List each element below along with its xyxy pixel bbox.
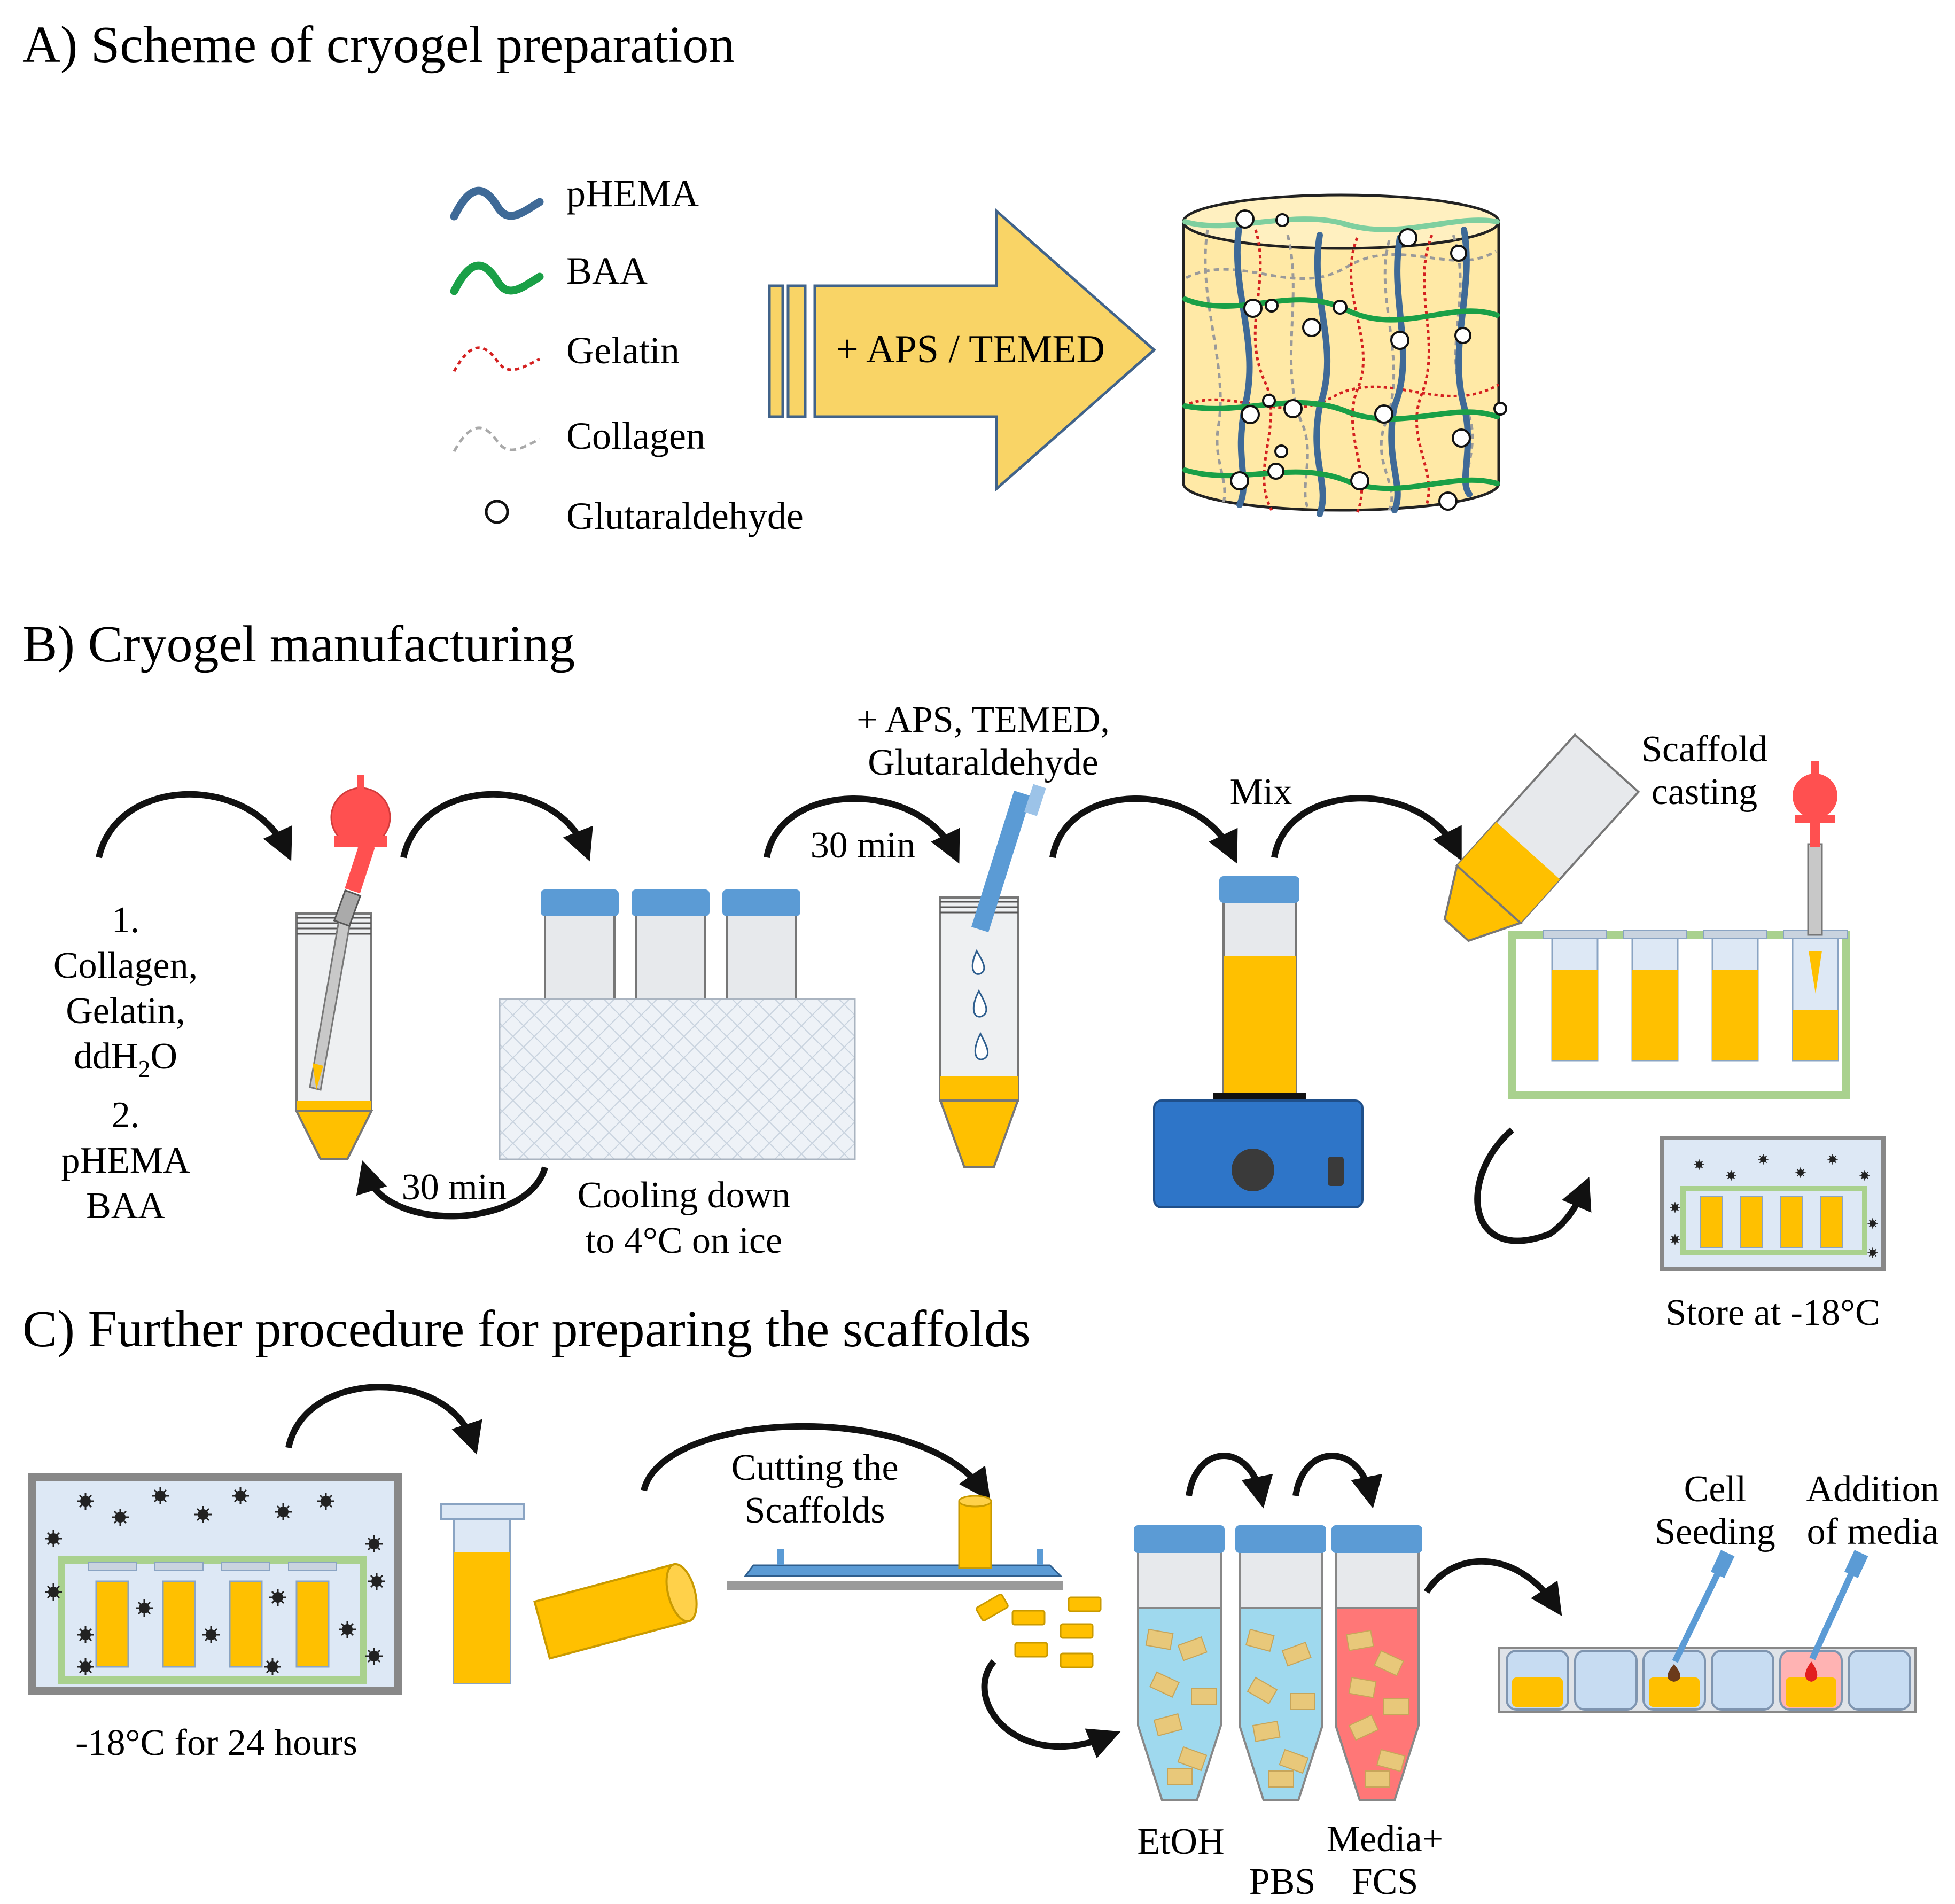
legend-label-gelatin: Gelatin — [566, 329, 680, 372]
step-1-collagen: Collagen, — [53, 945, 198, 986]
step-2-phema: pHEMA — [61, 1140, 190, 1181]
casting-label-line-1: Scaffold — [1641, 729, 1767, 770]
section-a-title: A) Scheme of cryogel preparation — [22, 16, 735, 74]
phema-wave-icon — [450, 186, 544, 221]
wash-tube-pbs — [1235, 1525, 1326, 1801]
casting-label-line-2: casting — [1652, 771, 1757, 813]
incubation-time-label: 30 min — [811, 825, 915, 866]
legend: pHEMA BAA Gelatin Collagen Glutaraldehyd… — [450, 172, 804, 537]
seeding-label-line-1: Cell — [1684, 1469, 1747, 1510]
freezer-storage — [1660, 1136, 1886, 1271]
cutting-label-line-1: Cutting the — [731, 1447, 898, 1488]
magnetic-stirrer — [1153, 876, 1364, 1208]
media-addition-label-line-2: of media — [1807, 1511, 1939, 1552]
additives-label-line-2: Glutaraldehyde — [868, 742, 1098, 783]
collagen-wave-icon — [453, 426, 541, 452]
cutting-label-line-2: Scaffolds — [744, 1490, 885, 1531]
media-addition-label-line-1: Addition — [1806, 1469, 1940, 1510]
step-2-number: 2. — [112, 1095, 140, 1136]
seeding-label-line-2: Seeding — [1655, 1511, 1775, 1552]
process-arrows-b — [96, 791, 1592, 1244]
gelatin-wave-icon — [453, 346, 541, 372]
legend-label-collagen: Collagen — [566, 415, 705, 457]
pouring-tube — [1443, 733, 1640, 942]
step-1-number: 1. — [112, 900, 140, 941]
ice-tube-1 — [541, 889, 619, 1000]
legend-label-glutaraldehyde: Glutaraldehyde — [566, 495, 804, 537]
ice-bath — [499, 889, 856, 1160]
media-label-line-2: FCS — [1352, 1861, 1419, 1902]
legend-label-baa: BAA — [566, 249, 648, 292]
etoh-label: EtOH — [1137, 1821, 1224, 1862]
step-1-gelatin: Gelatin, — [66, 990, 185, 1032]
well-plate — [1498, 1550, 1917, 1713]
reaction-arrow-label: + APS / TEMED — [836, 327, 1105, 371]
legend-label-phema: pHEMA — [566, 172, 699, 215]
cooling-time-label: 30 min — [402, 1167, 507, 1208]
mix-label: Mix — [1230, 771, 1292, 813]
ice-tube-2 — [632, 889, 710, 1000]
pbs-label: PBS — [1249, 1861, 1316, 1902]
mold-1 — [1543, 930, 1607, 1062]
component-list: 1. Collagen, Gelatin, ddH2O 2. pHEMA BAA — [53, 900, 198, 1227]
mold-2 — [1623, 930, 1687, 1062]
thawed-tube — [440, 1503, 525, 1684]
baa-wave-icon — [450, 261, 544, 295]
additives-label-line-1: + APS, TEMED, — [856, 699, 1110, 740]
step-1-water: ddH2O — [74, 1036, 177, 1082]
process-arrows-c — [285, 1384, 1562, 1759]
scaffold-cylinder — [533, 1563, 698, 1660]
wash-tube-media — [1331, 1525, 1422, 1801]
cooling-label-line-1: Cooling down — [578, 1175, 791, 1216]
reaction-arrow: + APS / TEMED — [768, 208, 1156, 492]
media-label-line-1: Media+ — [1327, 1819, 1443, 1860]
cooling-label-line-2: to 4°C on ice — [586, 1220, 782, 1261]
scaffold-cutter — [727, 1495, 1063, 1590]
wash-tube-etoh — [1134, 1525, 1225, 1801]
tube-with-pipette — [294, 775, 391, 1160]
mold-3 — [1703, 930, 1767, 1062]
section-c-title: C) Further procedure for preparing the s… — [22, 1300, 1031, 1358]
casting-rack — [1508, 761, 1850, 1099]
ice-tube-3 — [722, 889, 800, 1000]
mold-4 — [1783, 930, 1848, 1062]
store-label: Store at -18°C — [1665, 1292, 1880, 1333]
step-2-baa: BAA — [86, 1185, 165, 1227]
freeze-label: -18°C for 24 hours — [75, 1722, 357, 1763]
freezer-large — [28, 1473, 402, 1695]
cryogel-network-cylinder — [1182, 193, 1507, 517]
section-b-title: B) Cryogel manufacturing — [22, 615, 575, 673]
tube-with-additives — [939, 784, 1046, 1168]
glutaraldehyde-circle-icon — [485, 500, 509, 524]
scaffold-discs — [976, 1593, 1102, 1668]
